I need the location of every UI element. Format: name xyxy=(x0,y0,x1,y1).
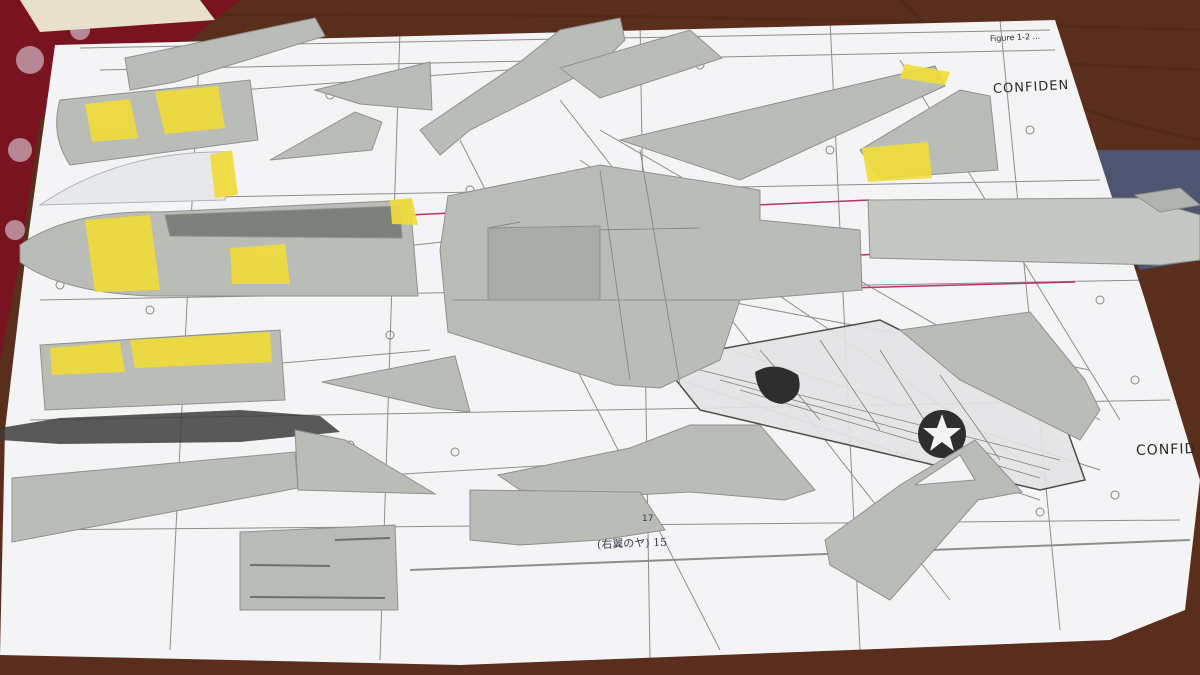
confidential-stamp-right: CONFID xyxy=(1135,440,1197,460)
stabilizer-left xyxy=(294,429,437,495)
spine-part xyxy=(124,17,326,91)
small-fin-top xyxy=(313,61,433,111)
printed-fuselage-drawing xyxy=(0,410,340,444)
nacelle-grooves xyxy=(249,537,391,599)
engine-nacelle-part xyxy=(239,524,399,611)
fabric-corner xyxy=(20,0,215,32)
outer-wing-panel xyxy=(898,311,1101,441)
wedge-part xyxy=(321,355,471,413)
part-number-label: 17 xyxy=(642,514,654,524)
fuselage-tab xyxy=(487,225,601,301)
cockpit-opening xyxy=(164,205,403,239)
printed-blob xyxy=(755,366,800,404)
intake-ramp-right xyxy=(558,29,723,99)
tail-cutout xyxy=(914,454,976,486)
ventral-fin-top xyxy=(269,111,383,161)
star-insignia xyxy=(918,410,966,458)
boom-tip-part xyxy=(1133,187,1200,213)
model-parts xyxy=(11,17,1200,611)
gear-bay-base xyxy=(469,489,666,546)
masking-tape xyxy=(50,64,950,375)
long-boom-part xyxy=(867,197,1200,266)
handwritten-note: (右翼のヤ) 15 xyxy=(596,535,668,552)
intake-ramp-left xyxy=(419,17,626,156)
wing-glove-upper xyxy=(618,65,946,181)
